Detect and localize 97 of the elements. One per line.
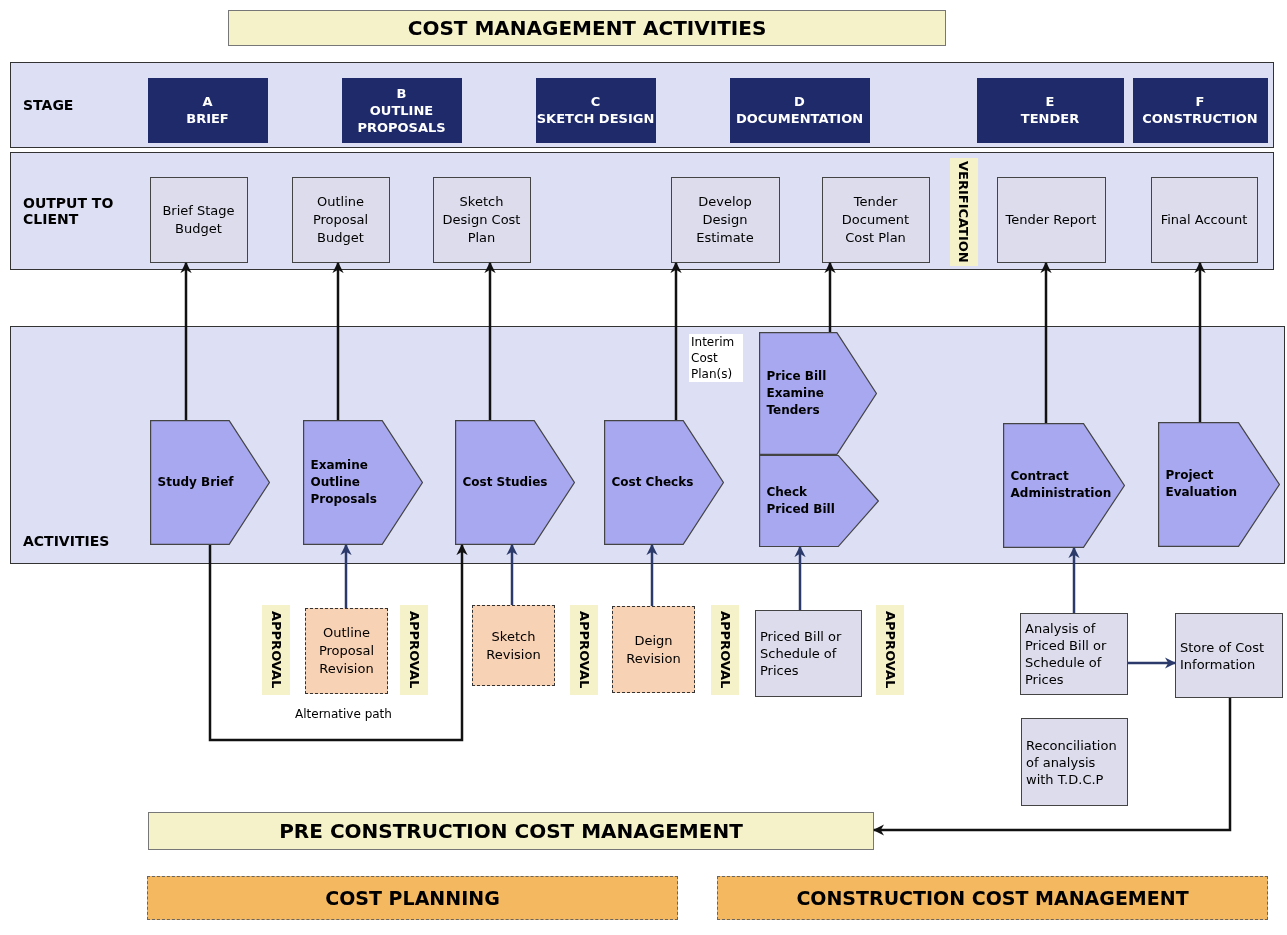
node-label: COST MANAGEMENT ACTIVITIES [407,16,767,40]
edge-label: Interim Cost Plan(s) [689,334,743,382]
arrow [824,261,836,332]
output-box [291,176,390,263]
phase-banner [717,876,1268,920]
arrow [1040,261,1052,423]
node-label: Cost Checks [611,473,694,491]
node-label: Develop Design Estimate [695,192,755,247]
node-label: COST PLANNING [325,887,500,909]
revision-box [305,608,388,694]
approval-tag [400,605,428,695]
stage-box [1132,77,1268,143]
node-label: D [794,93,805,110]
lane-band [10,326,1285,564]
lane-label: ACTIVITIES [23,533,111,549]
node-label: CONSTRUCTION [1142,110,1258,127]
node-label: Store of Cost Information [1180,638,1266,673]
output-box [670,176,780,263]
stage-box [729,77,870,143]
approval-tag [711,605,739,695]
node-label: PRE CONSTRUCTION COST MANAGEMENT [279,819,743,843]
node-label: Priced Bill or Schedule of Prices [760,628,843,679]
stage-box [976,77,1124,143]
output-box [996,176,1106,263]
node-label: SKETCH DESIGN [536,110,655,127]
node-label: C [590,93,601,110]
arrow [1128,657,1177,669]
stage-box [535,77,656,143]
node-label: B [396,84,407,102]
arrow [646,543,658,606]
node-label: Study Brief [157,473,234,491]
node-label: VERIFICATION [956,160,971,263]
node-label: Project Evaluation [1165,467,1238,501]
node-label: Tender Report [1005,210,1097,229]
approval-tag [876,605,904,695]
node-label: A [202,93,213,110]
node-label: F [1195,93,1205,110]
node-label: Check Priced Bill [766,483,836,518]
arrow [1194,261,1206,422]
node-label: Price Bill Examine Tenders [766,367,828,419]
arrow [670,261,682,420]
node-label: TENDER [1020,110,1080,127]
node-label: Examine Outline Proposals [310,456,378,508]
lane-label: STAGE [23,97,75,113]
node-label: Deign Revision [625,631,682,668]
node-label: OUTLINE PROPOSALS [356,101,447,136]
arrow [332,261,344,420]
output-box [1150,176,1258,263]
node-label: Analysis of Priced Bill or Schedule of Prices [1025,620,1108,688]
node-label: Final Account [1160,210,1248,229]
arrow [794,545,806,610]
information-box [1020,613,1128,695]
node-label: APPROVAL [268,611,284,689]
node-label: APPROVAL [576,611,592,689]
information-box [755,610,862,697]
node-label: Cost Studies [462,473,548,491]
information-box [1175,613,1283,698]
node-label: E [1045,93,1055,110]
heading-banner [148,812,874,850]
arrow [484,261,496,420]
lane-band [10,62,1274,148]
output-box [432,176,531,263]
node-label: Brief Stage Budget [161,201,236,238]
revision-box [472,605,555,686]
approval-tag [262,605,290,695]
stage-box [147,77,268,143]
information-box [1021,718,1128,806]
node-label: Sketch Revision [485,627,542,664]
output-box [821,176,930,263]
node-label: APPROVAL [882,611,898,689]
arrow [208,543,468,742]
node-label: CONSTRUCTION COST MANAGEMENT [796,887,1189,909]
node-label: DOCUMENTATION [735,110,864,127]
node-label: Reconciliation of analysis with T.D.C.P [1026,736,1118,788]
arrow [180,261,192,420]
approval-tag [570,605,598,695]
lane-label: OUTPUT TO CLIENT [23,195,115,227]
node-label: Sketch Design Cost Plan [441,192,522,247]
node-label: BRIEF [186,110,229,127]
revision-box [612,606,695,693]
node-label: APPROVAL [406,611,422,689]
arrow [506,543,518,605]
node-label: Outline Proposal Revision [317,624,376,678]
output-box [149,176,248,263]
approval-tag [949,157,978,266]
arrow [1068,546,1080,613]
stage-box [341,77,462,143]
phase-banner [147,876,678,920]
edge-label: Alternative path [293,706,394,722]
node-label: Outline Proposal Budget [311,192,370,247]
lane-band [10,152,1274,270]
arrow [872,698,1232,836]
heading-banner [228,10,946,46]
node-label: Tender Document Cost Plan [840,192,911,247]
node-label: APPROVAL [717,611,733,689]
arrow [340,543,352,608]
node-label: Contract Administration [1010,468,1112,502]
